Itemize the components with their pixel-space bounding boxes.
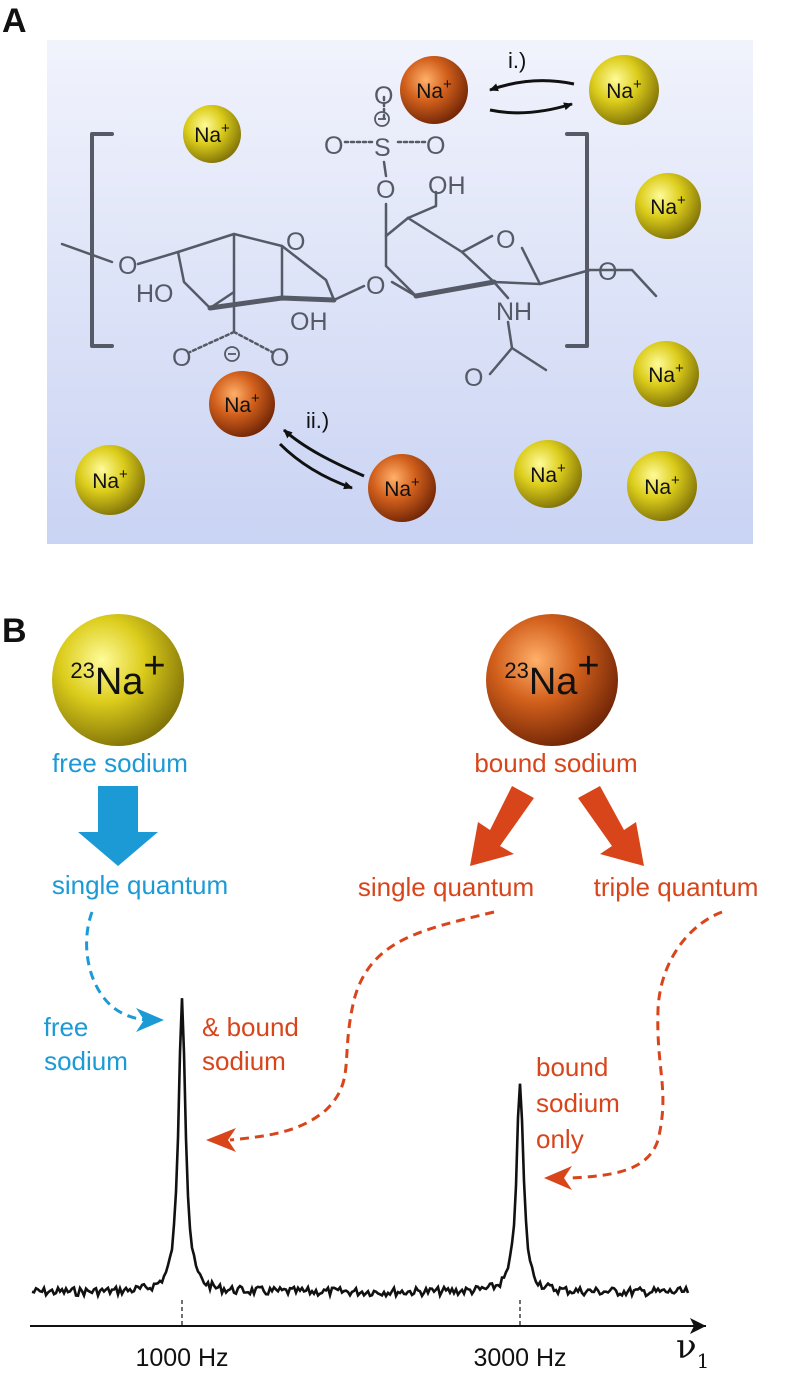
svg-text:Na+: Na+ <box>224 390 260 417</box>
bound-triple-path-arrowhead-icon <box>544 1166 572 1190</box>
bound-single-path-arrowhead-icon <box>206 1128 236 1152</box>
sulfate-link-oxygen: O <box>376 176 395 204</box>
charge-markers <box>224 111 390 362</box>
free-single-quantum-label: single quantum <box>52 870 228 900</box>
bound-sodium-label: bound sodium <box>474 748 637 778</box>
bound-single-path-arrow <box>229 910 495 1142</box>
spectrum-chart: 1000 Hz 3000 Hz ν1 <box>30 998 709 1373</box>
ring-oxygen-right-chain: O <box>598 258 617 286</box>
free-ion-2: Na+ <box>589 55 659 125</box>
ho-label: HO <box>136 280 174 308</box>
svg-text:Na+: Na+ <box>92 466 128 493</box>
svg-text:Na+: Na+ <box>530 460 566 487</box>
free-ion-7: Na+ <box>627 451 697 521</box>
bound-triple-quantum-label: triple quantum <box>594 872 759 902</box>
free-ion-3: Na+ <box>635 173 701 239</box>
svg-text:Na+: Na+ <box>384 474 420 501</box>
x-axis-label: ν1 <box>676 1327 709 1373</box>
peak1-free-label-line2: sodium <box>44 1046 128 1076</box>
sulfate-oxygen-top: O <box>374 82 393 110</box>
sulfate-oxygen-right: O <box>426 132 445 160</box>
bound-ion-2: Na+ <box>209 371 275 437</box>
svg-text:Na+: Na+ <box>194 120 230 147</box>
peak2-label-line2: sodium <box>536 1088 620 1118</box>
glycosidic-oxygen: O <box>366 272 385 300</box>
spectrum-series-line <box>31 998 690 1300</box>
acetyl-oxygen: O <box>464 364 483 392</box>
free-sodium-ion: 23Na+ <box>52 614 184 746</box>
free-sodium-label: free sodium <box>52 748 188 778</box>
bound-triple-arrow-icon <box>578 786 644 866</box>
oh-top-label: OH <box>428 172 466 200</box>
peak1-bound-label-line1: & bound <box>202 1012 299 1042</box>
svg-text:23Na+: 23Na+ <box>504 645 599 703</box>
peak1-free-label-line1: free <box>44 1012 89 1042</box>
tick-label-3000: 3000 Hz <box>473 1344 566 1372</box>
oh-lower-label: OH <box>290 308 328 336</box>
chem-atom-labels: O O HO OH O O O O OH O S O O O NH O O <box>118 82 617 392</box>
sulfur-atom: S <box>374 134 391 162</box>
free-path-arrowhead-icon <box>136 1008 164 1032</box>
ring-oxygen-2: O <box>496 226 515 254</box>
exchange-label-ii: ii.) <box>306 408 329 433</box>
exchange-arrows-ii <box>278 428 365 490</box>
svg-text:Na+: Na+ <box>644 472 680 499</box>
x-axis-arrowhead-icon <box>690 1318 706 1334</box>
tick-label-1000: 1000 Hz <box>135 1344 228 1372</box>
svg-text:Na+: Na+ <box>416 76 452 103</box>
bound-single-arrow-icon <box>470 786 534 866</box>
bound-ion-1: Na+ <box>400 56 468 124</box>
exchange-label-i: i.) <box>508 48 526 73</box>
carboxylate-oxygen-2: O <box>270 344 289 372</box>
bound-single-quantum-label: single quantum <box>358 872 534 902</box>
peak2-label-line1: bound <box>536 1052 608 1082</box>
panel-a-label: A <box>2 2 27 40</box>
free-ion-6: Na+ <box>514 440 582 508</box>
peak1-bound-label-line2: sodium <box>202 1046 286 1076</box>
free-path-arrow <box>85 911 155 1022</box>
sulfate-oxygen-left: O <box>324 132 343 160</box>
bound-ion-3: Na+ <box>368 454 436 522</box>
free-ion-5: Na+ <box>75 445 145 515</box>
bound-sodium-ion: 23Na+ <box>486 614 618 746</box>
ring-oxygen-1: O <box>286 228 305 256</box>
carboxylate-oxygen-1: O <box>172 344 191 372</box>
free-ion-4: Na+ <box>633 341 699 407</box>
svg-text:Na+: Na+ <box>650 192 686 219</box>
carboxylate-charge-icon <box>224 346 240 362</box>
svg-text:Na+: Na+ <box>648 360 684 387</box>
svg-text:23Na+: 23Na+ <box>70 645 165 703</box>
free-arrow-icon <box>78 786 158 866</box>
panel-b-label: B <box>2 612 27 650</box>
sulfate-charge-icon <box>374 111 390 127</box>
peak2-label-line3: only <box>536 1124 584 1154</box>
molecule-structure <box>60 94 658 376</box>
svg-text:Na+: Na+ <box>606 76 642 103</box>
exchange-arrows-i <box>489 79 575 115</box>
bound-arrows <box>470 786 644 866</box>
bound-triple-path-arrow <box>569 910 723 1180</box>
free-ion-1: Na+ <box>183 105 241 163</box>
ring-oxygen-left-chain: O <box>118 252 137 280</box>
nh-label: NH <box>496 298 532 326</box>
